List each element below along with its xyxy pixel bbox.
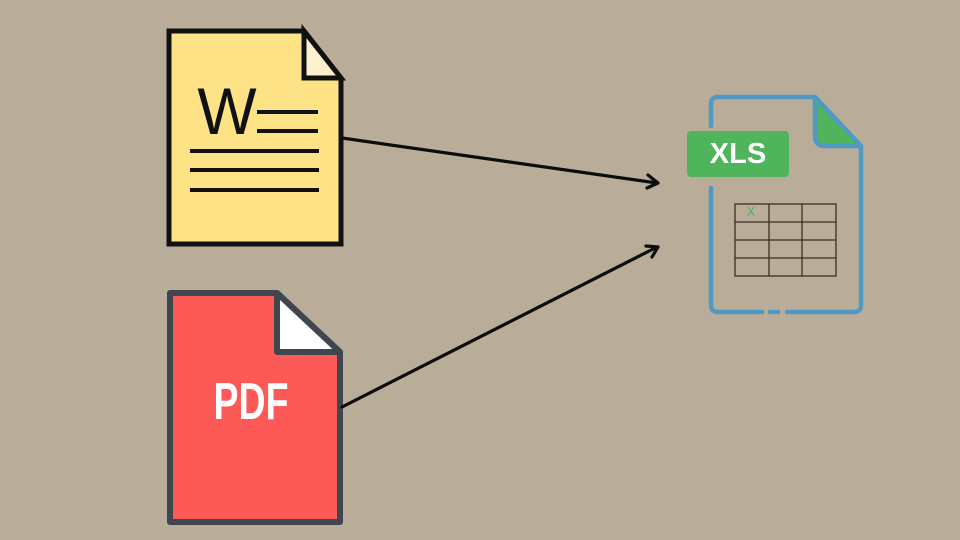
arrowhead-icon bbox=[644, 244, 660, 259]
arrowhead-icon bbox=[645, 173, 660, 190]
word-document-icon bbox=[166, 23, 347, 247]
spreadsheet-grid-icon bbox=[734, 203, 837, 277]
word-letter-w: W bbox=[197, 74, 257, 148]
xls-document-icon bbox=[708, 94, 864, 315]
pdf-label: PDF bbox=[213, 373, 289, 431]
xls-label: XLS bbox=[709, 138, 767, 170]
pdf-page-fold bbox=[274, 290, 343, 355]
excel-cell-mark-icon: X bbox=[746, 204, 756, 219]
word-text-lines-icon bbox=[190, 110, 319, 192]
xls-page-fold bbox=[812, 94, 864, 149]
arrow-word-to-xls bbox=[340, 136, 660, 190]
xls-badge bbox=[687, 131, 789, 177]
word-page-fold bbox=[301, 23, 347, 81]
pdf-document-icon bbox=[167, 290, 343, 525]
arrow-pdf-to-xls bbox=[340, 244, 660, 409]
